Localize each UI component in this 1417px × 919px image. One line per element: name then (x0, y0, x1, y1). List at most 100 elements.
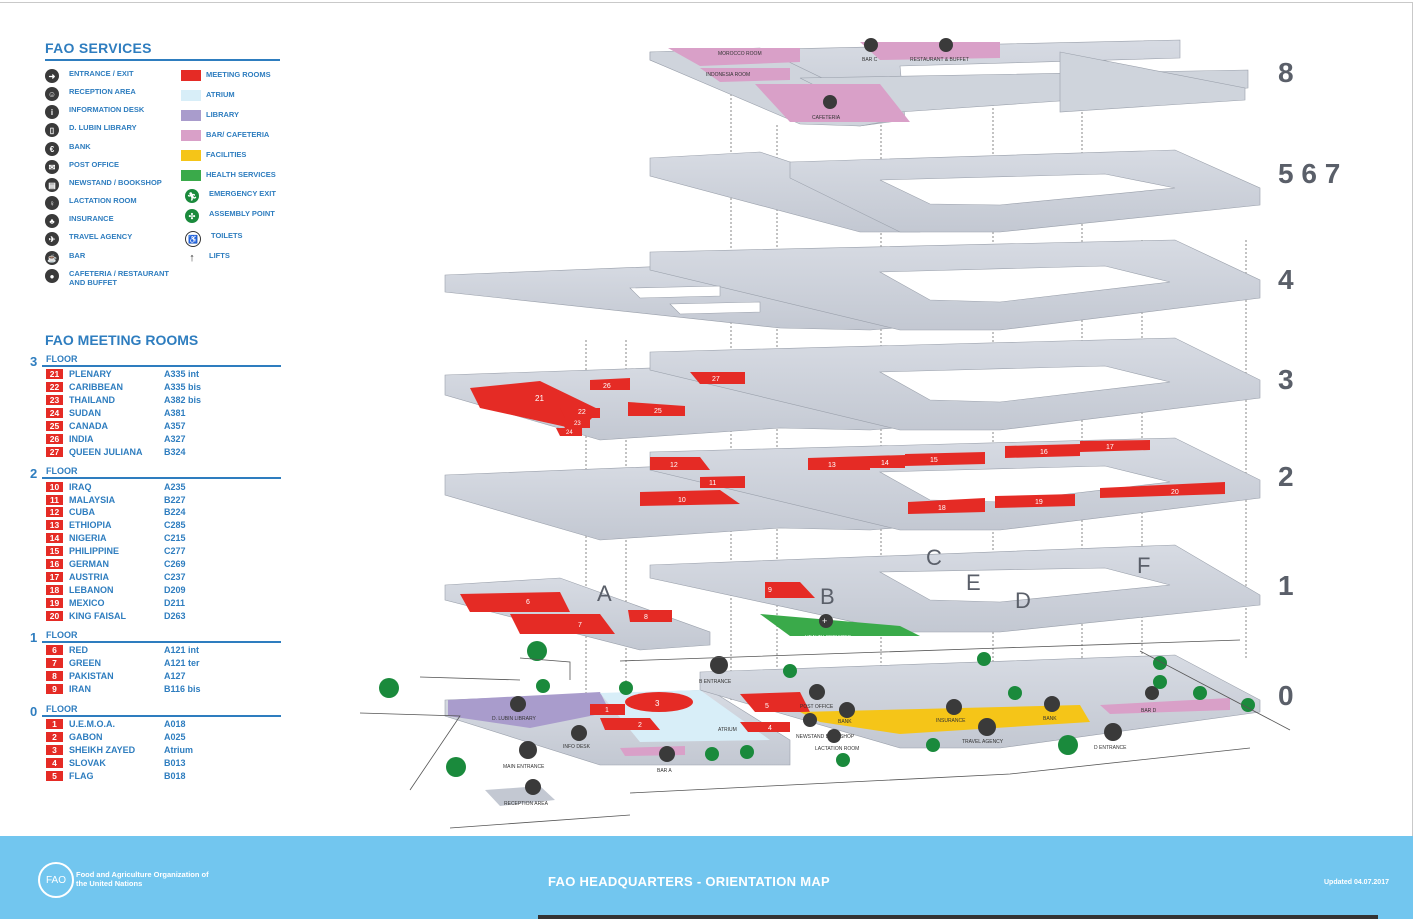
library-icon: ▯ (45, 123, 59, 137)
room-22-label: 22 (578, 409, 586, 416)
room-name: GREEN (69, 658, 102, 669)
room-name: LEBANON (69, 584, 114, 595)
assembly-point-icon (446, 757, 466, 777)
floor-1-courtyard (878, 567, 1171, 603)
health-icon-glyph: + (822, 616, 827, 626)
emergency-exit-icon (783, 664, 797, 678)
floor-number-8: 8 (1278, 57, 1294, 88)
bar-a-label: BAR A (657, 768, 672, 774)
building-letter-b: B (820, 584, 835, 609)
floor-number-0: 0 (1278, 680, 1294, 711)
bar-a-icon (659, 746, 675, 762)
indonesia-room-label: INDONESIA ROOM (706, 72, 750, 78)
floor-8: MOROCCO ROOM INDONESIA ROOM CAFETERIA BA… (649, 38, 1249, 127)
room-code: B013 (164, 757, 186, 768)
room-11-label: 11 (709, 480, 716, 487)
meeting-rooms-title: FAO MEETING ROOMS (45, 332, 199, 348)
post-office-label: POST OFFICE (800, 704, 834, 710)
emergency-exit-icon (740, 745, 754, 759)
fao-logo-icon: FAO (38, 862, 74, 898)
health-services-area (760, 614, 920, 636)
room-code: B227 (164, 494, 186, 505)
room-code: C277 (164, 546, 186, 557)
room-15 (905, 452, 985, 466)
reception-label: RECEPTION AREA (504, 801, 549, 807)
room-6 (460, 592, 570, 612)
lactation-icon: ♀ (45, 196, 59, 210)
room-7 (510, 614, 615, 634)
room-22 (560, 408, 600, 418)
toilets-icon: ♿ (185, 231, 201, 247)
legend-lactation: ♀LACTATION ROOM (45, 196, 137, 210)
emergency-exit-icon (536, 679, 550, 693)
room-number-badge: 4 (46, 757, 63, 768)
library-icon (510, 696, 526, 712)
room-number-badge: 17 (46, 571, 63, 582)
info-icon (571, 725, 587, 741)
room-number-badge: 24 (46, 408, 63, 419)
room-name: IRAQ (69, 481, 92, 492)
legend-toilets: ♿TOILETS (185, 231, 243, 247)
atrium-label: ATRIUM (718, 727, 737, 733)
health-services-label: HEALTH SERVICES (805, 635, 852, 641)
room-number-badge: 27 (46, 446, 63, 457)
room-number-badge: 12 (46, 507, 63, 518)
building-letter-e: E (966, 570, 981, 595)
room-21-label: 21 (535, 394, 544, 403)
legend-lifts: ↑LIFTS (185, 251, 230, 265)
legend-health: HEALTH SERVICES (181, 170, 276, 181)
health-swatch (181, 170, 201, 181)
bar-c-icon (864, 38, 878, 52)
main-entrance-label: MAIN ENTRANCE (503, 764, 545, 770)
room-25-label: 25 (654, 408, 662, 415)
frame-top-border (0, 2, 1413, 3)
bank-label-2: BANK (1043, 716, 1057, 722)
room-name: SHEIKH ZAYED (69, 744, 136, 755)
room-12 (650, 457, 710, 470)
room-name: PHILIPPINE (69, 546, 120, 557)
morocco-room (668, 48, 800, 66)
reception-icon (525, 779, 541, 795)
legend-newsstand: ▤NEWSTAND / BOOKSHOP (45, 178, 162, 192)
floor-heading-number: 2 (30, 466, 38, 482)
floor-number-4: 4 (1278, 264, 1294, 295)
room-code: A025 (164, 731, 186, 742)
emergency-exit-icon (836, 753, 850, 767)
room-10 (640, 490, 740, 506)
room-name: CUBA (69, 507, 95, 518)
emergency-exit-icon (1153, 675, 1167, 689)
assembly-point-icon (527, 641, 547, 661)
room-name: INDIA (69, 433, 94, 444)
room-2-label: 2 (638, 722, 642, 729)
room-code: A335 int (164, 369, 200, 380)
room-17-label: 17 (1106, 444, 1114, 451)
meeting-room-row: 15 PHILIPPINE C277 (46, 545, 285, 558)
room-13-label: 13 (828, 462, 836, 469)
travel-label: TRAVEL AGENCY (962, 739, 1004, 745)
room-11 (700, 476, 745, 488)
info-icon: i (45, 105, 59, 119)
insurance-label: INSURANCE (936, 718, 966, 724)
b-entrance-icon (710, 656, 728, 674)
floor-2: 10 11 12 13 14 15 16 17 18 19 20 (444, 437, 1261, 541)
room-27 (690, 372, 745, 384)
building-letter-f: F (1137, 553, 1150, 578)
legend-entrance: ➜ENTRANCE / EXIT (45, 69, 134, 83)
footer-dark-bar (538, 915, 1378, 919)
room-name: QUEEN JULIANA (69, 446, 143, 457)
reception-icon: ☺ (45, 87, 59, 101)
floor-8-east-ring (1059, 51, 1246, 113)
bank-icon-2 (1044, 696, 1060, 712)
room-number-badge: 15 (46, 546, 63, 557)
updated-date: Updated 04.07.2017 (1324, 879, 1389, 886)
room-code: D209 (164, 584, 186, 595)
room-1 (590, 704, 625, 715)
floor-number-567: 5 6 7 (1278, 158, 1340, 189)
